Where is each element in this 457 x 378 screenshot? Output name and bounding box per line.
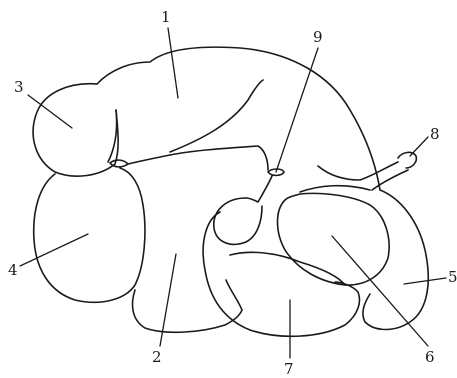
- label-9: 9: [313, 30, 323, 45]
- leader-4: [20, 234, 88, 266]
- label-3: 3: [14, 80, 24, 95]
- junction-2-7: [226, 280, 242, 310]
- leader-5: [404, 278, 446, 284]
- lobe-7-crease: [230, 252, 345, 285]
- label-2: 2: [152, 350, 162, 365]
- region-1-furrow: [170, 80, 263, 152]
- lobe-6-outline: [278, 193, 390, 285]
- leader-1: [168, 28, 178, 98]
- label-5: 5: [448, 270, 457, 285]
- leader-8: [410, 137, 428, 156]
- upper-right-contour: [300, 186, 370, 192]
- label-7: 7: [284, 362, 294, 377]
- region-1-bottom: [128, 155, 170, 164]
- upper-body-outline: [97, 47, 380, 190]
- lobe-4-outline: [34, 168, 145, 302]
- region-2-outline: [132, 290, 242, 332]
- junction-3-4: [110, 160, 128, 167]
- label-6: 6: [425, 350, 435, 365]
- tube-8-outline: [318, 162, 398, 180]
- region-1-furrow-lower: [170, 146, 268, 170]
- tube-8-tip: [398, 152, 416, 168]
- lobe-7-outline: [203, 212, 359, 336]
- sac-outline: [214, 198, 262, 244]
- label-1: 1: [161, 10, 171, 25]
- lobe-3-outline: [33, 84, 118, 176]
- structure-9-duct: [246, 176, 272, 202]
- label-4: 4: [8, 263, 18, 278]
- label-8: 8: [430, 127, 440, 142]
- lobe-3-crease: [108, 110, 117, 162]
- leader-9: [276, 48, 318, 172]
